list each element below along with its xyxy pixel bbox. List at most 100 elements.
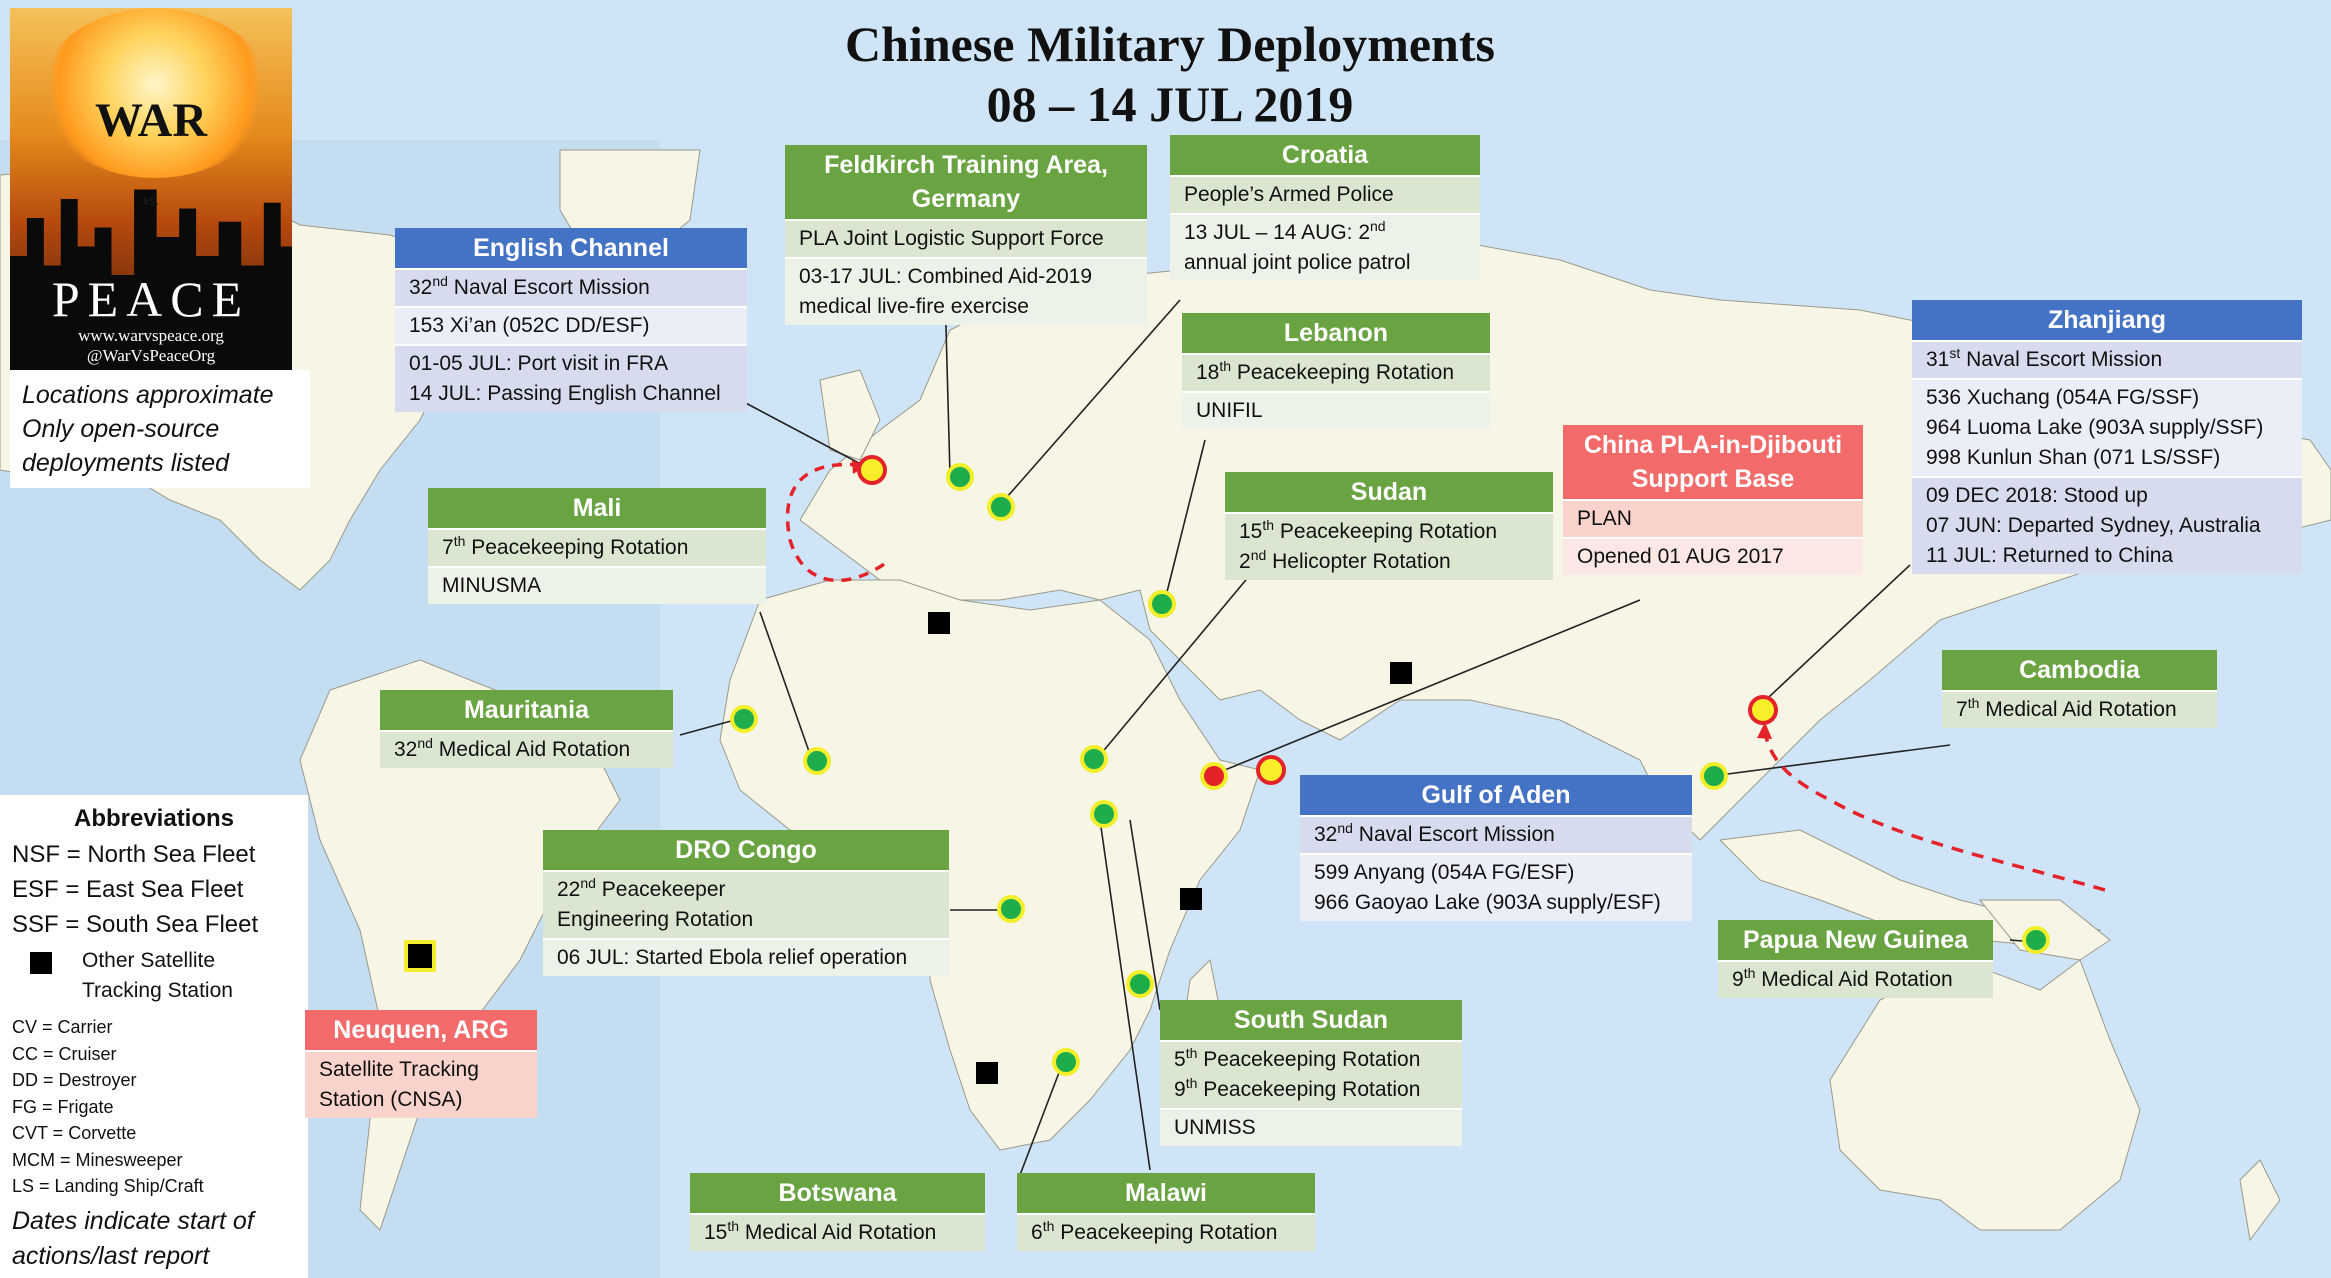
note-line: Locations approximate xyxy=(22,381,274,409)
card-title: Feldkirch Training Area,Germany xyxy=(785,145,1147,219)
dates-line: actions/last report xyxy=(12,1241,210,1270)
title-line-2: 08 – 14 JUL 2019 xyxy=(986,76,1354,132)
disclaimer-note: Locations approximate Only open-source d… xyxy=(10,370,310,488)
note-line: deployments listed xyxy=(22,449,230,477)
card-title: South Sudan xyxy=(1160,1000,1462,1040)
marker-papua-new-guinea[interactable] xyxy=(2022,926,2050,954)
abbr-item: SSF = South Sea Fleet xyxy=(12,911,259,938)
card-title: Mauritania xyxy=(380,690,673,730)
dates-line: Dates indicate start of xyxy=(12,1206,254,1235)
card-row: 599 Anyang (054A FG/ESF)966 Gaoyao Lake … xyxy=(1300,853,1692,921)
note-line: Only open-source xyxy=(22,415,220,443)
card-row: 32nd Naval Escort Mission xyxy=(395,268,747,306)
satellite-station-marker[interactable] xyxy=(1180,888,1202,910)
card-row: 32nd Medical Aid Rotation xyxy=(380,730,673,768)
card-title: English Channel xyxy=(395,228,747,268)
abbr-item: LS = Landing Ship/Craft xyxy=(12,1176,204,1196)
abbr-item: MCM = Minesweeper xyxy=(12,1149,183,1170)
war-vs-peace-logo: WAR vs. PEACE www.warvspeace.org @WarVsP… xyxy=(10,8,292,370)
card-row: 9th Medical Aid Rotation xyxy=(1718,960,1993,998)
satellite-station-marker[interactable] xyxy=(1390,662,1412,684)
abbr-item: FG = Frigate xyxy=(12,1096,114,1117)
marker-lebanon[interactable] xyxy=(1148,590,1176,618)
marker-drc[interactable] xyxy=(997,895,1025,923)
abbr-item: CVT = Corvette xyxy=(12,1123,137,1143)
card-title: Gulf of Aden xyxy=(1300,775,1692,815)
marker-mauritania[interactable] xyxy=(730,705,758,733)
logo-website: www.warvspeace.org xyxy=(78,326,224,345)
card-malawi: Malawi 6th Peacekeeping Rotation xyxy=(1017,1173,1315,1251)
card-row: 06 JUL: Started Ebola relief operation xyxy=(543,938,949,976)
logo-vs: vs. xyxy=(142,193,160,209)
card-row: 7th Medical Aid Rotation xyxy=(1942,690,2217,728)
logo-web: www.warvspeace.org @WarVsPeaceOrg xyxy=(10,326,292,366)
card-mali: Mali 7th Peacekeeping Rotation MINUSMA xyxy=(428,488,766,604)
card-feldkirch: Feldkirch Training Area,Germany PLA Join… xyxy=(785,145,1147,325)
ship-marker-zhanjiang[interactable] xyxy=(1748,695,1778,725)
marker-botswana[interactable] xyxy=(1052,1048,1080,1076)
card-row: Opened 01 AUG 2017 xyxy=(1563,537,1863,575)
card-mauritania: Mauritania 32nd Medical Aid Rotation xyxy=(380,690,673,768)
card-row: 15th Medical Aid Rotation xyxy=(690,1213,985,1251)
satellite-square-icon xyxy=(30,952,52,974)
route-zhanjiang xyxy=(1763,731,2106,892)
card-row: 18th Peacekeeping Rotation xyxy=(1182,353,1490,391)
mushroom-cloud-icon xyxy=(40,8,270,178)
card-title: Neuquen, ARG xyxy=(305,1010,537,1050)
marker-djibouti-base[interactable] xyxy=(1200,762,1228,790)
abbreviations-heading: Abbreviations xyxy=(73,805,235,832)
card-english-channel: English Channel 32nd Naval Escort Missio… xyxy=(395,228,747,412)
abbreviations-legend: Abbreviations NSF = North Sea Fleet ESF … xyxy=(0,795,308,1278)
marker-malawi[interactable] xyxy=(1126,970,1154,998)
card-croatia: Croatia People’s Armed Police 13 JUL – 1… xyxy=(1170,135,1480,281)
card-title: Sudan xyxy=(1225,472,1553,512)
marker-mali[interactable] xyxy=(803,747,831,775)
marker-sudan[interactable] xyxy=(1080,745,1108,773)
card-title: Malawi xyxy=(1017,1173,1315,1213)
card-title: Mali xyxy=(428,488,766,528)
abbr-item: CC = Cruiser xyxy=(12,1043,117,1064)
card-row: 153 Xi’an (052C DD/ESF) xyxy=(395,306,747,344)
new-zealand-landmass xyxy=(2239,1159,2281,1242)
satellite-label: Other Satellite xyxy=(82,949,216,972)
abbr-item: CV = Carrier xyxy=(12,1017,113,1037)
route-english-channel xyxy=(785,462,892,583)
marker-cambodia[interactable] xyxy=(1700,762,1728,790)
logo-peace: PEACE xyxy=(51,271,251,327)
logo-handle: @WarVsPeaceOrg xyxy=(86,346,216,365)
card-title: Zhanjiang xyxy=(1912,300,2302,340)
ship-marker-gulf-of-aden[interactable] xyxy=(1256,755,1286,785)
card-row: PLA Joint Logistic Support Force xyxy=(785,219,1147,257)
uk-landmass xyxy=(819,369,881,461)
page-title: Chinese Military Deployments 08 – 14 JUL… xyxy=(760,14,1580,134)
card-title: Lebanon xyxy=(1182,313,1490,353)
dates-note: Dates indicate start of actions/last rep… xyxy=(12,1204,296,1274)
satellite-station-marker[interactable] xyxy=(928,612,950,634)
abbr-item: NSF = North Sea Fleet xyxy=(12,841,256,868)
card-row: 536 Xuchang (054A FG/SSF)964 Luoma Lake … xyxy=(1912,378,2302,476)
marker-croatia[interactable] xyxy=(987,493,1015,521)
card-lebanon: Lebanon 18th Peacekeeping Rotation UNIFI… xyxy=(1182,313,1490,429)
card-row: MINUSMA xyxy=(428,566,766,604)
card-papua-new-guinea: Papua New Guinea 9th Medical Aid Rotatio… xyxy=(1718,920,1993,998)
card-title: Papua New Guinea xyxy=(1718,920,1993,960)
card-title: Croatia xyxy=(1170,135,1480,175)
card-row: UNMISS xyxy=(1160,1108,1462,1146)
marker-south-sudan[interactable] xyxy=(1090,800,1118,828)
satellite-legend: Other Satellite Tracking Station xyxy=(30,946,296,1006)
marker-feldkirch[interactable] xyxy=(946,463,974,491)
card-row: PLAN xyxy=(1563,499,1863,537)
ship-marker-english-channel[interactable] xyxy=(857,455,887,485)
neuquen-station-marker[interactable] xyxy=(404,940,436,972)
card-row: 7th Peacekeeping Rotation xyxy=(428,528,766,566)
satellite-station-marker[interactable] xyxy=(976,1062,998,1084)
logo-war: WAR xyxy=(94,94,207,147)
